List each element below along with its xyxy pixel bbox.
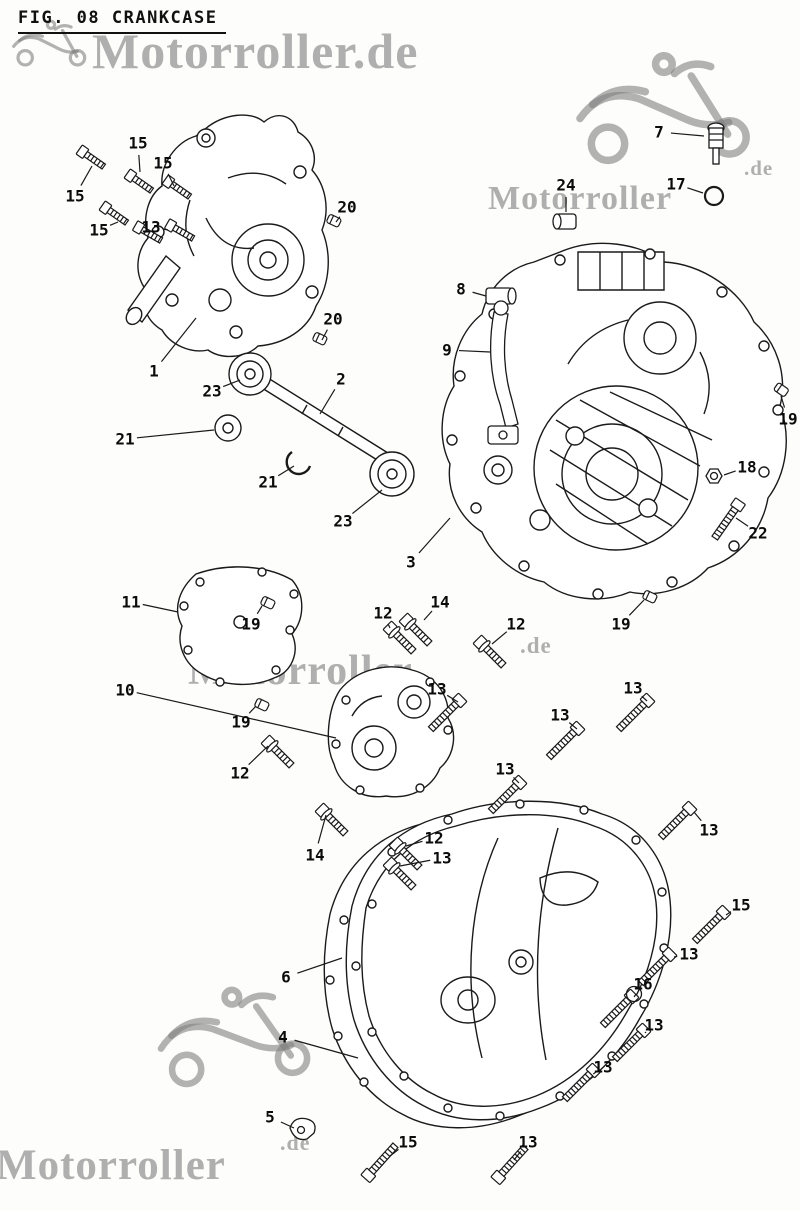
part-callout-5: 5 xyxy=(265,1107,275,1127)
bushing-spacer xyxy=(552,213,577,230)
part-callout-13: 13 xyxy=(644,1015,664,1035)
part-callout-12: 12 xyxy=(424,828,444,848)
part-callout-12: 12 xyxy=(230,763,250,783)
part-callout-24: 24 xyxy=(556,175,576,195)
part-callout-12: 12 xyxy=(373,603,393,623)
breather-tube xyxy=(487,300,519,445)
part-callout-13: 13 xyxy=(699,820,719,840)
watermark-right-tld: .de xyxy=(744,156,774,180)
part-callout-20: 20 xyxy=(323,309,343,329)
part-callout-3: 3 xyxy=(406,552,416,572)
part-callout-19: 19 xyxy=(778,409,798,429)
part-callout-16: 16 xyxy=(633,974,653,994)
part-callout-10: 10 xyxy=(115,680,135,700)
part-callout-4: 4 xyxy=(278,1027,288,1047)
part-callout-19: 19 xyxy=(231,712,251,732)
part-callout-15: 15 xyxy=(398,1132,418,1152)
watermark-bottom-brand: Motorroller xyxy=(0,1142,226,1189)
part-callout-7: 7 xyxy=(654,122,664,142)
part-callout-23: 23 xyxy=(202,381,222,401)
part-callout-15: 15 xyxy=(731,895,751,915)
figure-title: FIG. 08 CRANKCASE xyxy=(18,8,226,34)
part-callout-19: 19 xyxy=(611,614,631,634)
crankcase-right-half xyxy=(441,242,787,600)
fasteners xyxy=(75,144,790,1186)
part-callout-13: 13 xyxy=(593,1057,613,1077)
o-ring xyxy=(703,185,725,207)
circlip xyxy=(285,451,312,476)
transmission-cover xyxy=(345,799,672,1121)
watermark-mid-tld: .de xyxy=(520,633,552,658)
cable-clamp xyxy=(289,1117,316,1141)
part-callout-13: 13 xyxy=(495,759,515,779)
bearing xyxy=(228,352,272,396)
part-callout-13: 13 xyxy=(518,1132,538,1152)
watermark-right-brand: Motorroller xyxy=(488,180,673,217)
part-callout-13: 13 xyxy=(679,944,699,964)
part-callout-2: 2 xyxy=(336,369,346,389)
part-callout-8: 8 xyxy=(456,279,466,299)
part-callout-13: 13 xyxy=(432,848,452,868)
oil-check-bolt xyxy=(707,122,725,165)
shaft-and-bearings xyxy=(214,352,415,497)
hex-nut xyxy=(705,468,723,484)
part-callout-1: 1 xyxy=(149,361,159,381)
part-callout-15: 15 xyxy=(153,153,173,173)
part-callout-19: 19 xyxy=(241,614,261,634)
part-callout-15: 15 xyxy=(65,186,85,206)
part-callout-21: 21 xyxy=(258,472,278,492)
part-callout-13: 13 xyxy=(427,679,447,699)
part-callout-13: 13 xyxy=(141,217,161,237)
part-callout-23: 23 xyxy=(333,511,353,531)
part-callout-15: 15 xyxy=(89,220,109,240)
washer xyxy=(214,414,242,442)
part-callout-21: 21 xyxy=(115,429,135,449)
bearing xyxy=(369,451,415,497)
pump-cover xyxy=(327,666,455,798)
part-callout-14: 14 xyxy=(305,845,325,865)
part-callout-12: 12 xyxy=(506,614,526,634)
part-callout-20: 20 xyxy=(337,197,357,217)
part-callout-13: 13 xyxy=(550,705,570,725)
pump-gasket xyxy=(177,566,303,687)
crankcase-left-half xyxy=(125,114,329,357)
part-callout-17: 17 xyxy=(666,174,686,194)
part-callout-14: 14 xyxy=(430,592,450,612)
part-callout-15: 15 xyxy=(128,133,148,153)
part-callout-22: 22 xyxy=(748,523,768,543)
part-callout-11: 11 xyxy=(121,592,141,612)
part-callout-9: 9 xyxy=(442,340,452,360)
watermark-top-brand: Motorroller.de xyxy=(92,23,419,79)
part-callout-13: 13 xyxy=(623,678,643,698)
part-callout-18: 18 xyxy=(737,457,757,477)
part-callout-6: 6 xyxy=(281,967,291,987)
